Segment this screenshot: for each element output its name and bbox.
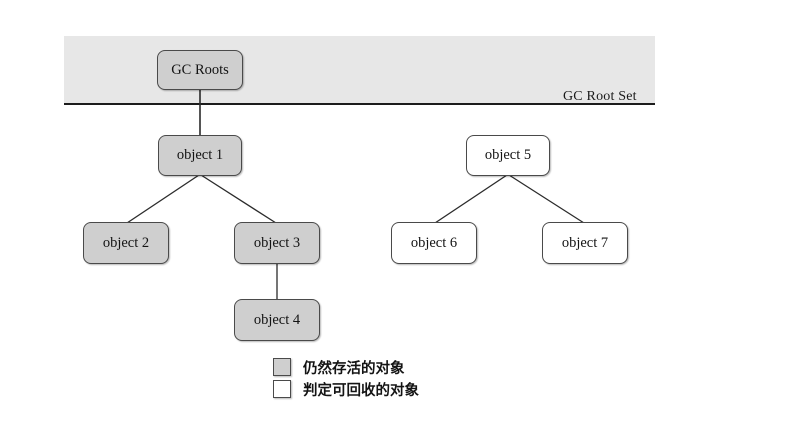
node-object-4-label: object 4 [253, 311, 301, 328]
legend-item-live: 仍然存活的对象 [273, 356, 419, 378]
node-object-7-label: object 7 [561, 234, 609, 251]
node-object-1-label: object 1 [176, 147, 224, 163]
node-gc-roots-label: GC Roots [171, 61, 229, 78]
node-object-6[interactable]: object 6 [391, 222, 477, 264]
gc-root-set-label: GC Root Set [563, 89, 637, 104]
edge-object5-object7 [508, 174, 585, 224]
node-object-3-label: object 3 [253, 234, 301, 251]
edge-object5-object6 [434, 174, 508, 224]
node-gc-roots[interactable]: GC Roots [157, 50, 243, 90]
legend-swatch-live-icon [273, 358, 291, 376]
legend-swatch-dead-icon [273, 380, 291, 398]
legend-label-live: 仍然存活的对象 [303, 360, 405, 377]
edge-object1-object2 [126, 174, 200, 224]
node-object-1[interactable]: object 1 [158, 135, 242, 176]
node-object-6-label: object 6 [410, 234, 458, 251]
node-object-2-label: object 2 [102, 234, 150, 251]
legend: 仍然存活的对象 判定可回收的对象 [273, 356, 419, 400]
node-object-3[interactable]: object 3 [234, 222, 320, 264]
legend-item-dead: 判定可回收的对象 [273, 378, 419, 400]
node-object-5[interactable]: object 5 [466, 135, 550, 176]
node-object-2[interactable]: object 2 [83, 222, 169, 264]
node-object-7[interactable]: object 7 [542, 222, 628, 264]
node-object-5-label: object 5 [484, 147, 532, 163]
node-object-4[interactable]: object 4 [234, 299, 320, 341]
edge-object1-object3 [200, 174, 277, 224]
legend-label-dead: 判定可回收的对象 [303, 382, 419, 399]
